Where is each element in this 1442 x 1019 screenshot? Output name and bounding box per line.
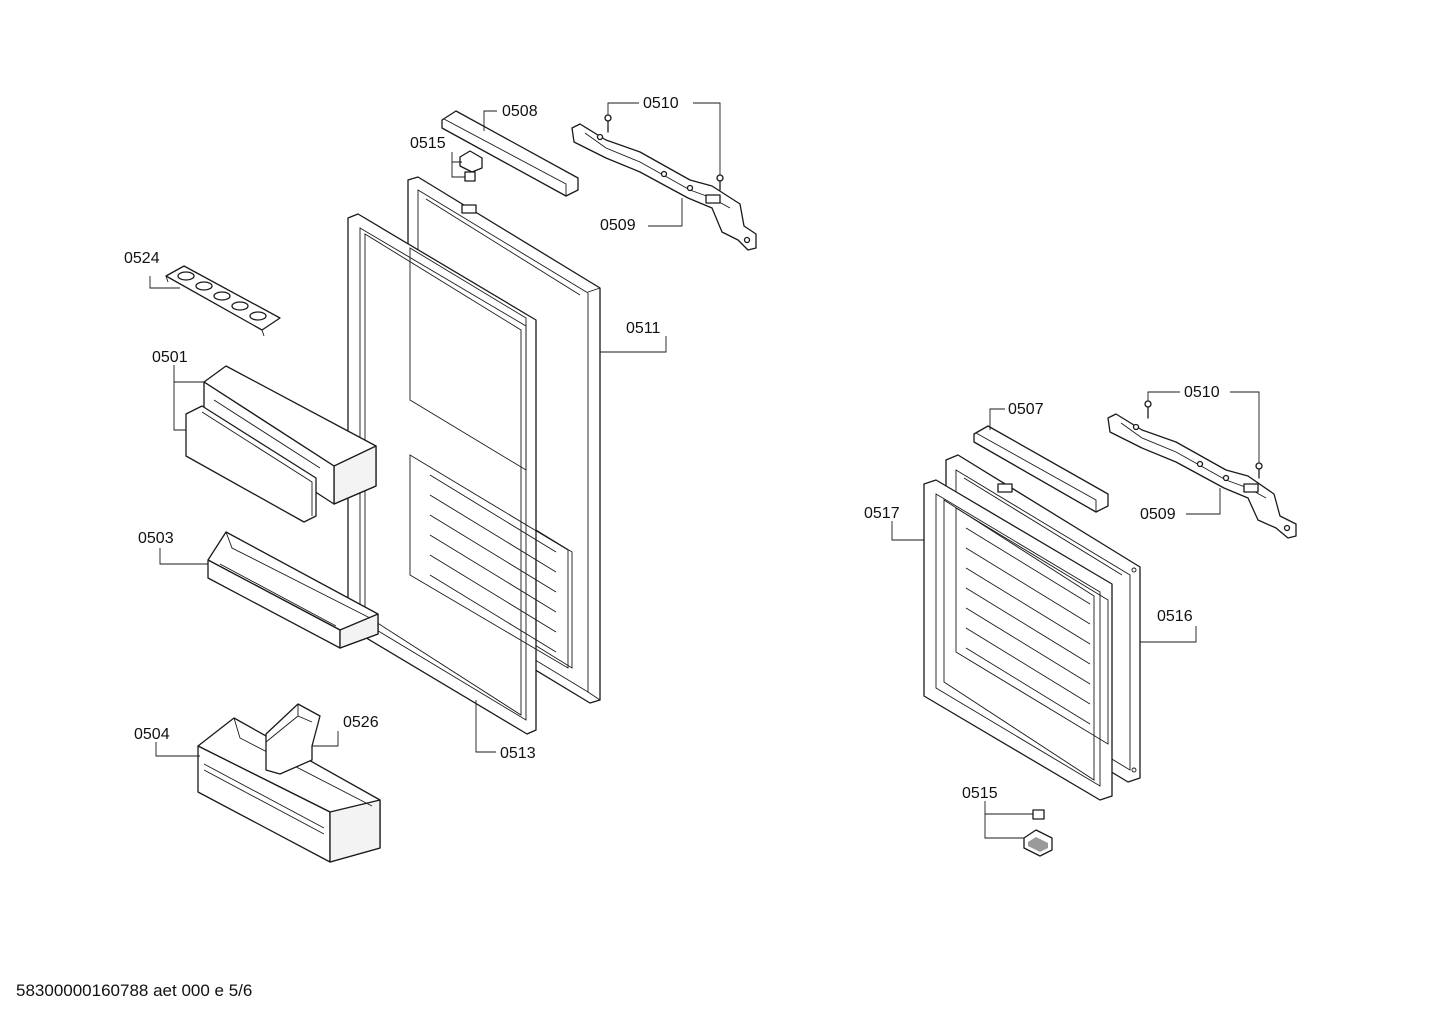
label-0516: 0516 (1157, 608, 1193, 625)
freezer-gasket-0517 (923, 479, 1113, 801)
screw-0510-right-b (1255, 462, 1263, 479)
label-0509-right: 0509 (1140, 506, 1176, 523)
document-reference-footer: 58300000160788 aet 000 e 5/6 (16, 981, 253, 1000)
label-0508: 0508 (502, 103, 538, 120)
leader-lines (149, 102, 1260, 839)
label-0524: 0524 (124, 250, 160, 267)
label-0515-bottom: 0515 (962, 785, 998, 802)
label-0501: 0501 (152, 349, 188, 366)
hinge-cover-0515-bottom (1023, 809, 1053, 857)
bottle-divider-0526 (265, 703, 321, 775)
label-0526: 0526 (343, 714, 379, 731)
hinge-bracket-0509-right (1107, 413, 1297, 539)
screw-0510-right-a (1144, 400, 1152, 419)
label-0511: 0511 (626, 320, 661, 337)
label-0515-top: 0515 (410, 135, 446, 152)
label-0513: 0513 (500, 745, 536, 762)
screw-0510-left-a (604, 114, 612, 133)
label-0503: 0503 (138, 530, 174, 547)
dairy-compartment-0501 (185, 365, 377, 523)
label-0504: 0504 (134, 726, 170, 743)
label-0507: 0507 (1008, 401, 1044, 418)
label-0509-left: 0509 (600, 217, 636, 234)
bottle-bin-0504 (197, 717, 381, 863)
door-bin-0503 (207, 531, 379, 649)
screw-0510-left-b (716, 174, 724, 191)
hinge-cover-0515-top (459, 150, 483, 182)
label-0510-right: 0510 (1184, 384, 1220, 401)
top-cap-0507 (973, 425, 1109, 513)
egg-tray-0524 (165, 265, 281, 337)
hinge-bracket-0509-left (571, 123, 757, 251)
top-cap-0508 (441, 110, 579, 197)
label-0510-left: 0510 (643, 95, 679, 112)
label-0517: 0517 (864, 505, 900, 522)
